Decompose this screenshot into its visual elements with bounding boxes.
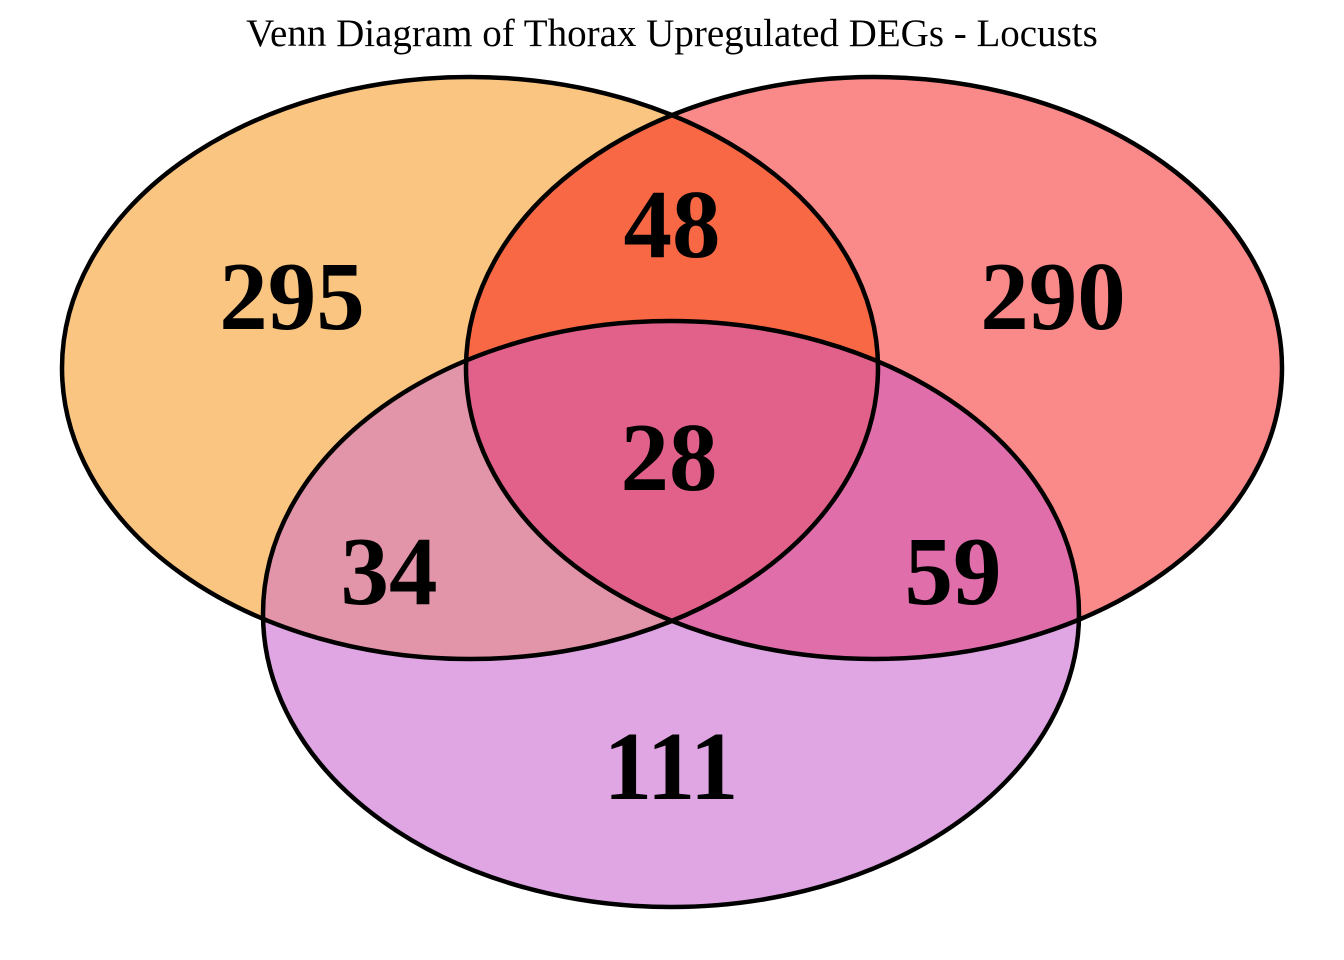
region-abc-count: 28 — [621, 404, 718, 511]
region-ac-count: 34 — [341, 518, 438, 625]
region-b-only-count: 290 — [980, 243, 1126, 350]
region-a-only-count: 295 — [219, 243, 365, 350]
region-ab-count: 48 — [624, 171, 721, 278]
set-b-ellipse-outline — [463, 74, 1285, 662]
set-c-ellipse-outline — [260, 318, 1082, 910]
set-a-ellipse-outline — [59, 74, 881, 662]
region-bc-count: 59 — [905, 518, 1002, 625]
chart-title: Venn Diagram of Thorax Upregulated DEGs … — [246, 12, 1098, 55]
region-c-only-count: 111 — [604, 713, 739, 820]
